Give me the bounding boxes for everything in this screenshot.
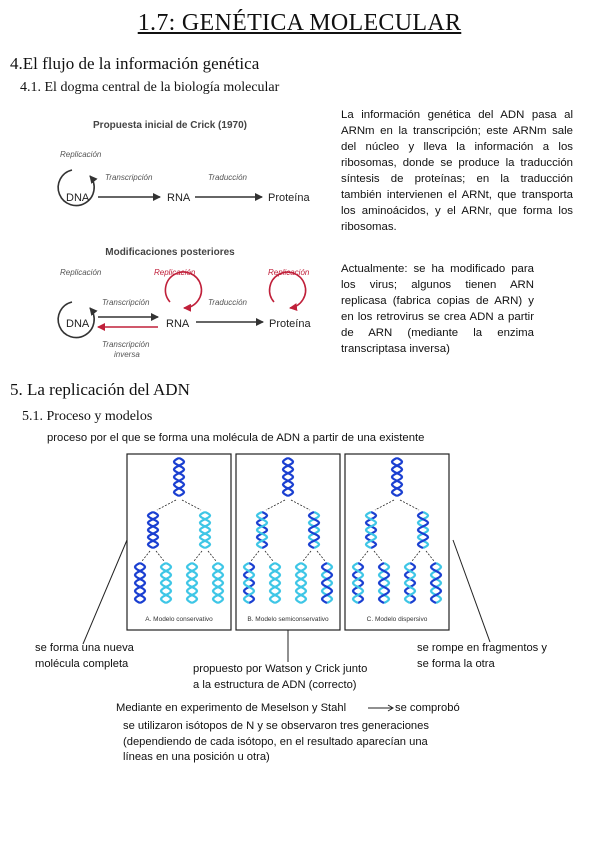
- arrow-gen2-b-2: [373, 550, 383, 562]
- label-transcripcion-top: Transcripción: [105, 173, 153, 182]
- dogma-paragraph: La información genética del ADN pasa al …: [341, 109, 573, 233]
- helix-gen2-2-3: [429, 562, 443, 604]
- helix-gen2-2-0: [351, 562, 365, 604]
- pointer-line-right: [452, 539, 491, 643]
- label-traduccion-top: Traducción: [208, 173, 248, 182]
- replication-models-figure: A. Modelo conservativo B. Modelo semicon…: [126, 453, 450, 631]
- protein-replication-arrow: [268, 271, 307, 311]
- arrow-gen1-left-0: [156, 499, 177, 511]
- helix-gen2-1-1: [268, 562, 282, 604]
- crick-title: Propuesta inicial de Crick (1970): [93, 120, 247, 131]
- note-experiment-details: se utilizaron isótopos de N y se observa…: [123, 720, 429, 763]
- label-dna-top: DNA: [66, 192, 90, 204]
- note-dispersive: se rompe en fragmentos y se forma la otr…: [417, 642, 547, 670]
- label-transcripcion-bottom: Transcripción: [102, 298, 150, 307]
- helix-gen1-left-1: [255, 511, 269, 549]
- pointer-line-left: [82, 539, 128, 645]
- label-replicacion-rna: Replicación: [154, 268, 196, 277]
- section-4-heading: 4.El flujo de la información genética: [10, 54, 260, 73]
- arrow-gen1-left-1: [265, 499, 286, 511]
- helix-gen1-right-2: [416, 511, 430, 549]
- dna-self-replication-arrow: [57, 169, 98, 207]
- helix-parent-2: [390, 457, 404, 497]
- virus-paragraph: Actualmente: se ha modificado para los v…: [341, 263, 534, 355]
- label-transcripcion-inversa-1: Transcripción: [102, 340, 150, 349]
- page-title: 1.7: GENÉTICA MOLECULAR: [137, 10, 462, 36]
- arrow-gen2-a-0: [141, 550, 151, 562]
- helix-gen2-1-0: [242, 562, 256, 604]
- label-dna-bottom: DNA: [66, 318, 90, 330]
- caption-semiconservative: B. Modelo semiconservativo: [247, 616, 329, 623]
- arrow-gen1-left-2: [374, 499, 395, 511]
- label-transcripcion-inversa-2: inversa: [114, 350, 140, 359]
- label-replicacion-dna: Replicación: [60, 268, 102, 277]
- note-conservative: se forma una nueva molécula completa: [35, 642, 134, 670]
- replication-intro: proceso por el que se forma una molécula…: [47, 432, 425, 444]
- helix-parent-1: [281, 457, 295, 497]
- dna-helices: [133, 457, 443, 604]
- helix-gen1-right-0: [198, 511, 212, 549]
- helix-gen1-right-1: [307, 511, 321, 549]
- label-replicacion-top: Replicación: [60, 150, 102, 159]
- arrow-gen2-c-0: [193, 550, 203, 562]
- rna-replication-arrow: [164, 271, 203, 312]
- central-dogma-figure: Propuesta inicial de Crick (1970) Replic…: [57, 120, 311, 359]
- arrow-gen2-d-0: [207, 550, 217, 562]
- helix-gen2-2-1: [377, 562, 391, 604]
- label-rna-bottom: RNA: [166, 318, 190, 330]
- label-proteina-top: Proteína: [268, 192, 310, 204]
- helix-gen2-1-3: [320, 562, 334, 604]
- arrow-gen2-c-2: [411, 550, 421, 562]
- helix-parent-0: [172, 457, 186, 497]
- label-proteina-bottom: Proteína: [269, 318, 311, 330]
- section-4-1-heading: 4.1. El dogma central de la biología mol…: [20, 80, 280, 95]
- arrow-gen2-a-2: [359, 550, 369, 562]
- caption-conservative: A. Modelo conservativo: [145, 616, 213, 623]
- modifications-title: Modificaciones posteriores: [105, 247, 235, 258]
- helix-gen2-0-2: [185, 562, 199, 604]
- helix-gen2-1-2: [294, 562, 308, 604]
- arrow-gen2-d-1: [316, 550, 326, 562]
- helix-gen2-0-1: [159, 562, 173, 604]
- arrow-gen1-right-0: [181, 499, 202, 511]
- helix-gen1-left-0: [146, 511, 160, 549]
- helix-gen1-left-2: [364, 511, 378, 549]
- arrow-gen2-d-2: [425, 550, 435, 562]
- section-5-1-heading: 5.1. Proceso y modelos: [22, 409, 153, 424]
- note-experiment-b: se comprobó: [395, 702, 460, 714]
- arrow-gen2-b-0: [155, 550, 165, 562]
- helix-gen2-2-2: [403, 562, 417, 604]
- arrow-gen2-b-1: [264, 550, 274, 562]
- note-semiconservative: propuesto por Watson y Crick junto a la …: [193, 663, 368, 691]
- helix-gen2-0-0: [133, 562, 147, 604]
- label-traduccion-bottom: Traducción: [208, 298, 248, 307]
- note-experiment-a: Mediante en experimento de Meselson y St…: [116, 702, 347, 714]
- arrow-gen2-a-1: [250, 550, 260, 562]
- arrow-gen1-right-1: [290, 499, 311, 511]
- caption-dispersive: C. Modelo dispersivo: [367, 616, 428, 623]
- arrow-gen1-right-2: [399, 499, 420, 511]
- arrow-gen2-c-1: [302, 550, 312, 562]
- label-rna-top: RNA: [167, 192, 191, 204]
- helix-gen2-0-3: [211, 562, 225, 604]
- dna-replication-arrow: [57, 301, 98, 339]
- section-5-heading: 5. La replicación del ADN: [10, 380, 190, 399]
